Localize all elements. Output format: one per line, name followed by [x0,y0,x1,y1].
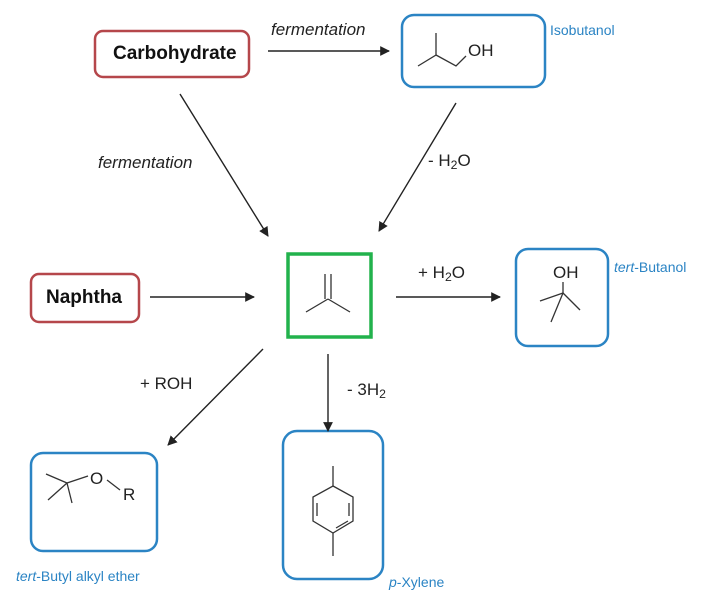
add-roh-label: + ROH [140,374,193,393]
isobutylene-structure [305,274,351,313]
ether-o-atom: O [90,469,104,488]
naphtha-box [29,272,141,324]
arrow-carbohydrate-to-isobutylene [179,93,269,237]
carbohydrate-box [93,29,251,79]
dehydration-label: - H2O [428,151,471,173]
tert-butyl-ether-box [29,451,159,553]
arrow-isobutylene-to-ether [167,348,264,446]
tert-butanol-name: tert-Butanol [614,259,687,275]
isobutylene-box [286,252,373,339]
p-xylene-structure [312,466,354,556]
isobutanol-box [400,13,547,89]
arrow-isobutanol-to-isobutylene [378,102,457,232]
fermentation-label-left: fermentation [98,153,193,172]
carbohydrate-label: Carbohydrate [113,43,237,64]
dehydrogenation-label: - 3H2 [347,380,386,402]
ether-r-atom: R [123,485,136,504]
isobutanol-structure [417,33,467,67]
tert-butanol-box [514,247,610,348]
naphtha-label: Naphtha [46,287,122,308]
isobutanol-oh-atom: OH [468,41,494,60]
hydration-label: + H2O [418,263,465,285]
p-xylene-name: p-Xylene [389,574,445,590]
tert-butanol-structure [539,282,581,323]
tert-butyl-ether-name: tert-Butyl alkyl ether [16,568,140,584]
fermentation-label-top: fermentation [271,20,366,39]
ether-structure [45,473,121,504]
isobutanol-name: Isobutanol [550,22,615,38]
p-xylene-box [281,429,385,581]
tert-butanol-oh-atom: OH [553,263,579,282]
